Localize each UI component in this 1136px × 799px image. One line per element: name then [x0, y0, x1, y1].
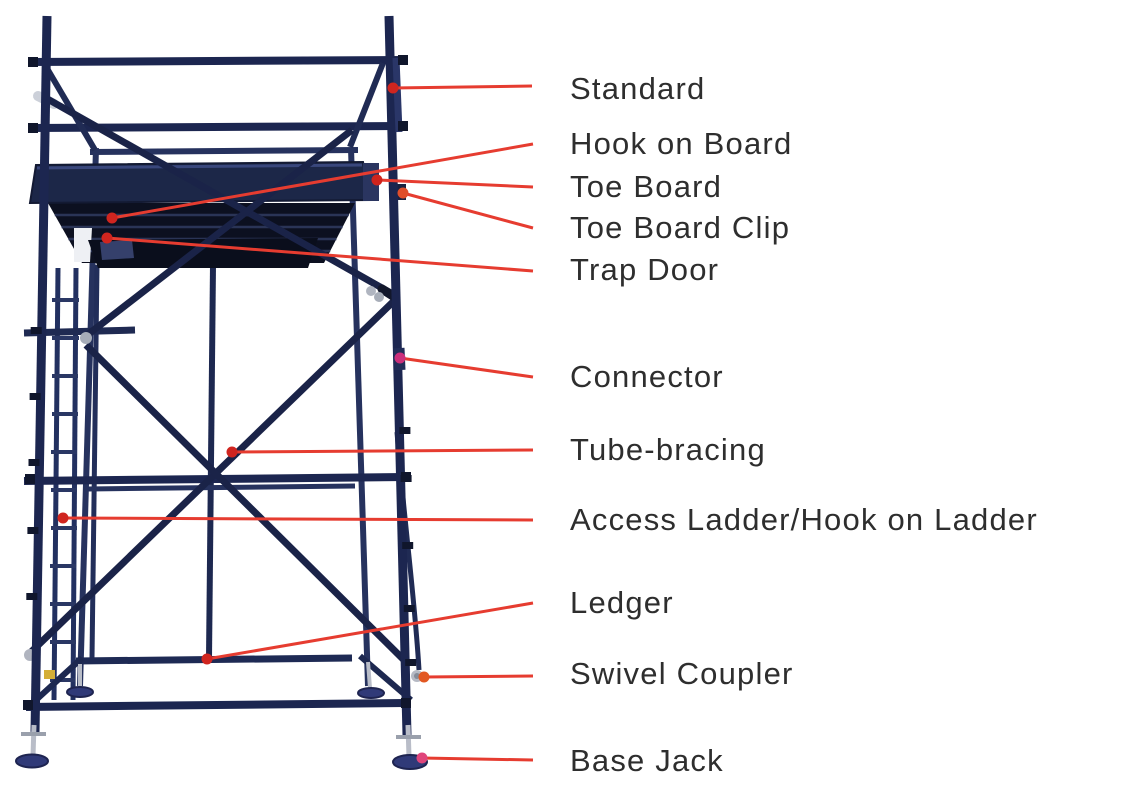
leader-dot-ledger	[201, 653, 213, 665]
leader-dot-access-ladder	[57, 512, 69, 524]
leader-dot-base-jack	[416, 752, 428, 764]
leader-line-trap-door	[106, 236, 534, 273]
swivel-coupler-bolt	[414, 673, 420, 679]
leader-dot-hook-on-board	[106, 212, 118, 224]
leader-line-tube-bracing	[231, 448, 534, 454]
callout-label-tube-bracing: Tube-bracing	[570, 432, 766, 467]
trap-door-panel	[100, 240, 134, 260]
ledgers	[23, 326, 407, 711]
board-seams	[54, 213, 349, 253]
lower-deck-band	[88, 238, 318, 268]
callout-label-toe-board-clip: Toe Board Clip	[570, 210, 791, 245]
base-plate-front-left	[15, 753, 49, 769]
back-right-standard	[348, 147, 371, 687]
leader-line-standard	[392, 84, 533, 90]
scaffold-structure	[15, 15, 428, 770]
ladder-rungs	[50, 298, 79, 682]
base-screw-left	[30, 724, 37, 757]
yellow-fitting	[44, 670, 55, 679]
callout-label-trap-door: Trap Door	[570, 252, 720, 287]
bottom-ledger-front	[25, 699, 407, 711]
leader-line-toe-board	[376, 178, 534, 189]
mid-ledger-front	[23, 473, 407, 485]
base-plate-back-left	[66, 686, 94, 698]
leader-dot-tube-bracing	[226, 446, 238, 458]
lower-ledger-back	[75, 654, 353, 665]
callout-label-swivel-coupler: Swivel Coupler	[570, 656, 794, 691]
top-right-transom	[347, 61, 386, 149]
front-left-standard	[30, 15, 52, 733]
leader-line-ledger	[206, 601, 534, 661]
callout-label-ledger: Ledger	[570, 585, 674, 620]
callout-label-access-ladder: Access Ladder/Hook on Ladder	[570, 502, 1038, 537]
base-screw-right	[405, 724, 412, 758]
gray-coupler-b	[374, 292, 384, 302]
mid-guardrail	[29, 122, 405, 132]
upper-brace-right-left	[83, 127, 355, 339]
base-plate-back-right	[357, 687, 385, 699]
guardrails	[29, 56, 405, 155]
leader-dot-toe-board-clip	[397, 187, 409, 199]
gray-coupler-a	[366, 286, 376, 296]
leader-line-base-jack	[421, 756, 534, 762]
base-jacks	[15, 661, 428, 770]
leader-dot-standard	[387, 82, 399, 94]
leader-line-toe-board-clip	[402, 191, 534, 230]
deck-gap	[74, 228, 92, 262]
leader-dot-toe-board	[371, 174, 383, 186]
leader-dot-connector	[394, 352, 406, 364]
leader-line-swivel-coupler	[423, 674, 534, 679]
leader-line-hook-on-board	[111, 142, 534, 220]
back-top-rail	[89, 147, 359, 155]
platform-deck	[28, 160, 406, 268]
mid-brace-left-right	[83, 342, 407, 663]
leader-dot-trap-door	[101, 232, 113, 244]
mid-ledger-back	[87, 483, 356, 492]
upper-brace-left-right	[42, 93, 400, 301]
front-right-standard	[384, 15, 412, 736]
leader-dots	[57, 82, 430, 764]
leader-lines	[62, 84, 534, 762]
base-screw-back-right	[366, 661, 372, 689]
callout-label-connector: Connector	[570, 359, 724, 394]
standard-spigot-joint	[392, 57, 403, 133]
callout-label-hook-on-board: Hook on Board	[570, 126, 793, 161]
callout-label-standard: Standard	[570, 71, 706, 106]
callout-label-toe-board: Toe Board	[570, 169, 723, 204]
leader-line-access-ladder	[62, 516, 534, 522]
back-mid-upright-center	[206, 264, 216, 659]
bottom-left-brace	[33, 655, 85, 703]
top-left-transom	[42, 63, 98, 152]
gray-coupler-left	[80, 332, 92, 344]
top-guardrail	[29, 56, 405, 66]
leader-dot-swivel-coupler	[418, 671, 430, 683]
callout-label-base-jack: Base Jack	[570, 743, 724, 778]
leader-line-connector	[399, 356, 534, 379]
